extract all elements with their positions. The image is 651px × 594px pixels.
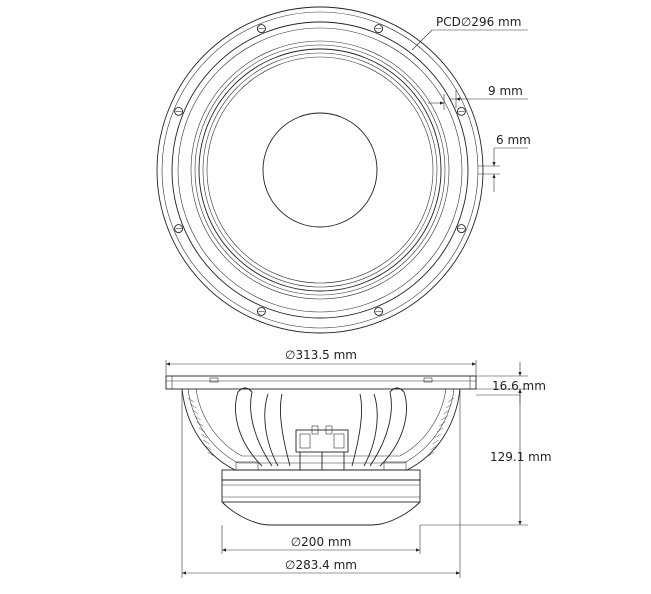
- hatch-mark: [428, 451, 435, 457]
- magnet-body: [221, 479, 421, 503]
- surround-outer-2: [194, 44, 446, 296]
- magnet-top-plate: [221, 469, 421, 481]
- terminal-block: [295, 425, 349, 470]
- frame-ring-2: [161, 11, 479, 329]
- front-view: PCD∅296 mm 9 mm 6 mm: [156, 6, 531, 334]
- dust-cap: [262, 112, 378, 228]
- outer-frame-ring: [156, 6, 484, 334]
- hatch-mark: [434, 433, 441, 439]
- hatch-mark: [445, 403, 452, 409]
- slot-width-label: 9 mm: [488, 84, 523, 98]
- hatch-mark: [443, 409, 450, 415]
- surround-inner-2: [206, 56, 434, 284]
- magnet-back-plate: [221, 501, 421, 526]
- mounting-hole: [456, 224, 466, 234]
- hatch-mark: [196, 421, 203, 427]
- flange-thickness-label: 16.6 mm: [492, 379, 546, 393]
- hatch-mark: [439, 421, 446, 427]
- mounting-hole: [374, 24, 384, 34]
- basket-spoke-right: [369, 387, 407, 467]
- side-view: ∅313.5 mm 16.6 mm 129.1 mm ∅200 mm ∅283.…: [165, 348, 552, 578]
- hatch-mark: [201, 433, 208, 439]
- basket-spoke-center-left: [264, 393, 291, 467]
- basket-spoke-center-right: [351, 393, 378, 467]
- hatch-mark: [441, 415, 448, 421]
- basket-hatching: [187, 397, 455, 457]
- surround-outer-1: [190, 40, 450, 300]
- mounting-hole: [256, 306, 266, 316]
- mounting-holes: [174, 24, 466, 316]
- hatch-mark: [436, 427, 444, 433]
- hatch-mark: [432, 439, 439, 445]
- mounting-hole: [256, 24, 266, 34]
- pcd-dimension-label: PCD∅296 mm: [436, 15, 521, 29]
- basket-diameter-label: ∅283.4 mm: [285, 558, 357, 572]
- slot-height-label: 6 mm: [496, 133, 531, 147]
- hatch-mark: [430, 445, 437, 451]
- frame-ring-4: [177, 27, 463, 313]
- hatch-mark: [198, 427, 206, 433]
- hatch-mark: [190, 403, 197, 409]
- surround-ring: [198, 48, 442, 292]
- hatch-mark: [192, 409, 199, 415]
- outer-diameter-label: ∅313.5 mm: [285, 348, 357, 362]
- mounting-ring: [171, 21, 469, 319]
- hatch-mark: [447, 397, 455, 403]
- magnet-diameter-label: ∅200 mm: [291, 535, 352, 549]
- hatch-mark: [207, 451, 214, 457]
- basket-outline: [181, 388, 461, 471]
- mounting-flange: [165, 375, 477, 390]
- depth-label: 129.1 mm: [490, 450, 552, 464]
- mounting-hole: [174, 106, 184, 116]
- hatch-mark: [205, 445, 212, 451]
- hatch-mark: [187, 397, 195, 403]
- basket-spoke-left: [235, 387, 273, 467]
- hatch-mark: [203, 439, 210, 445]
- mounting-hole: [174, 224, 184, 234]
- hatch-mark: [194, 415, 201, 421]
- mounting-hole: [374, 306, 384, 316]
- surround-inner-1: [202, 52, 438, 288]
- mounting-hole: [456, 106, 466, 116]
